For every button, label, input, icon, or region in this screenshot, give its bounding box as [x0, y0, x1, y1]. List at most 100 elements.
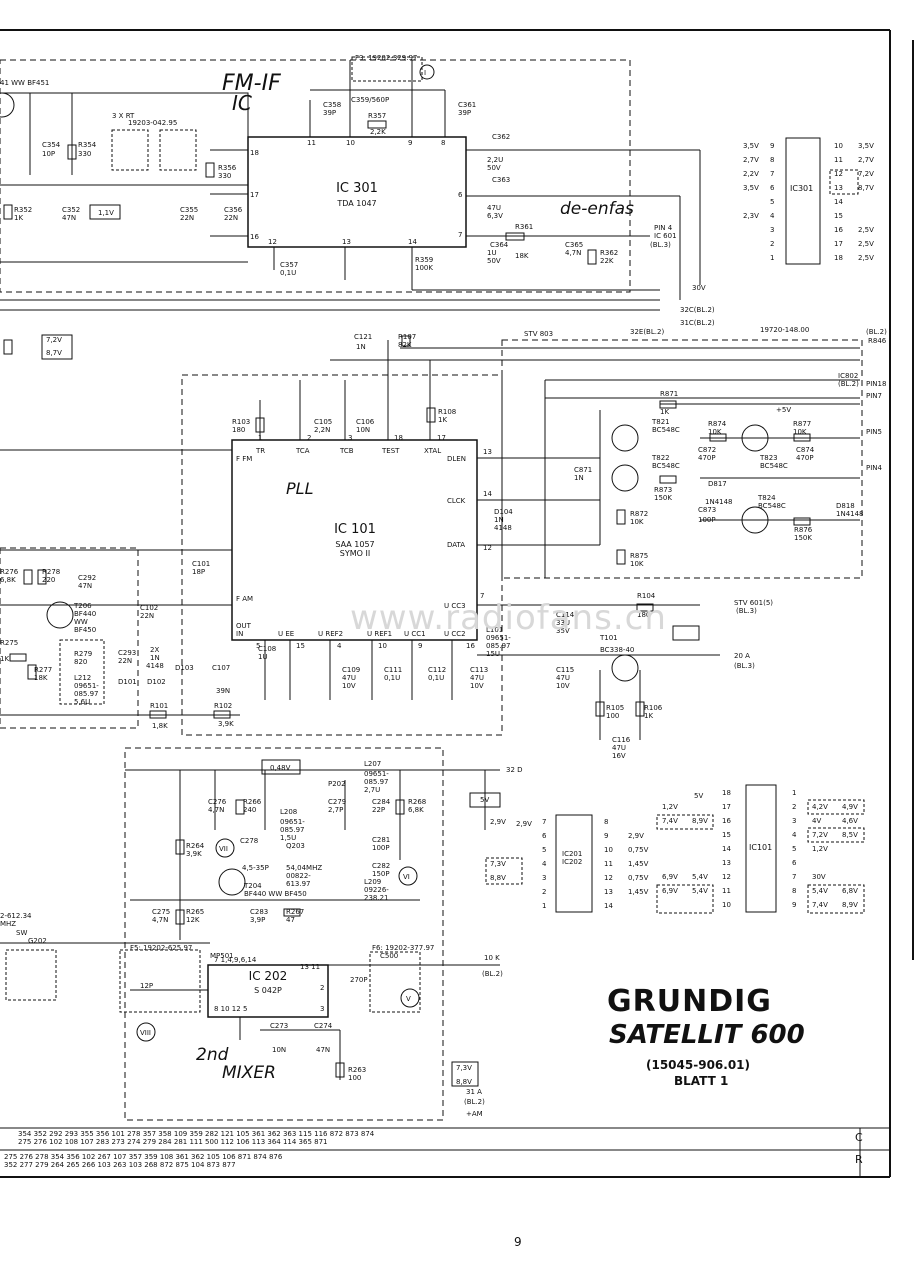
ic301-left-volt: 2,2V: [743, 170, 759, 178]
ic301-left-pin: 7: [770, 170, 774, 178]
label-c362w: 50V: [487, 164, 501, 172]
ic202-pins-top2: 13 11: [300, 963, 320, 971]
ic301-right-pin: 18: [834, 254, 843, 262]
label-c105v: 2,2N: [314, 426, 330, 434]
label-g202: G202: [28, 937, 47, 945]
label-c121v: 1N: [356, 343, 366, 351]
label-a31c: +AM: [466, 1110, 483, 1118]
label-r266v: 240: [243, 806, 256, 814]
ic301-left-volt: 2,3V: [743, 212, 759, 220]
ic301-right-pin: 14: [834, 198, 843, 206]
footer-r-label: R: [855, 1153, 863, 1166]
label-stv601b: (BL.3): [736, 607, 757, 615]
label-r352v: 1K: [14, 214, 23, 222]
ic101-pin-num-14: 14: [483, 490, 492, 498]
label-k10b: (BL.2): [482, 970, 503, 978]
label-c282v: 150P: [372, 870, 390, 878]
ic301-left-pin: 5: [770, 198, 774, 206]
label-c102v: 22N: [140, 612, 154, 620]
ic301-right-pin: 16: [834, 226, 843, 234]
label-r875: R875: [630, 552, 648, 560]
ic201-right-pin: 10: [604, 846, 613, 854]
label-c356: C356: [224, 206, 243, 214]
ic301-part: TDA 1047: [336, 199, 376, 208]
label-r871v: 1K: [660, 408, 669, 416]
ic101-left-pin: 12: [722, 873, 731, 881]
de-emphasis-annotation: de-enfas: [560, 199, 634, 219]
ic101-right-volt2: 4,6V: [842, 817, 858, 825]
label-r266: R266: [243, 798, 262, 806]
ic202-pins-bottom: 8 10 12 5: [214, 1005, 247, 1013]
ic101-right-pin: 1: [792, 789, 796, 797]
label-l207v: 09651-: [364, 770, 389, 778]
label-v30: 30V: [692, 284, 706, 292]
label-r361v: 18K: [515, 252, 529, 260]
ic101-left-pin: 18: [722, 789, 731, 797]
ic301-pin-13: 13: [342, 238, 351, 246]
fm-if-annotation: FM-IF: [222, 71, 281, 96]
ic201-right-volt: 0,75V: [628, 846, 649, 854]
label-c12p: 12P: [140, 982, 153, 990]
ic-annotation: IC: [232, 91, 252, 115]
ic201-right-pin: 11: [604, 860, 613, 868]
label-rt: 3 X RT: [112, 112, 135, 120]
ic301-left-pin: 3: [770, 226, 774, 234]
label-q203x: 613.97: [286, 880, 311, 888]
label-v87: 8,7V: [46, 349, 62, 357]
label-t206v: BF440: [74, 610, 96, 618]
label-l212v: 09651-: [74, 682, 99, 690]
ic101-right-pin: 5: [792, 845, 796, 853]
label-r846: R846: [868, 337, 887, 345]
label-d818: D818: [836, 502, 855, 510]
ic301-name: IC 301: [336, 181, 378, 196]
ic101-pin-num-16: 16: [466, 642, 475, 650]
label-r264v: 3,9K: [186, 850, 202, 858]
label-c106: C106: [356, 418, 375, 426]
label-c874v: 470P: [796, 454, 814, 462]
ic101-right-pin: 4: [792, 831, 797, 839]
mixer-annotation: MIXER: [222, 1063, 276, 1083]
label-q203v: 54,04MHZ: [286, 864, 322, 872]
label-c-i: I: [424, 69, 426, 77]
ic301-pin-14: 14: [408, 238, 417, 246]
ic301-left-volt: 3,5V: [743, 142, 759, 150]
label-c364w: 50V: [487, 257, 501, 265]
label-rt-part: 19203-042.95: [128, 119, 177, 127]
ic301-right-volt: 2,7V: [858, 156, 874, 164]
ic101-right-volt2: 8,9V: [842, 901, 858, 909]
label-c354: C354: [42, 141, 61, 149]
label-l208v: 09651-: [280, 818, 305, 826]
ic101-right-volt2: 4,9V: [842, 803, 858, 811]
footer-row-r: 275 276 278 354 356 102 267 107 357 359 …: [4, 1153, 283, 1161]
label-a31b: (BL.2): [464, 1098, 485, 1106]
label-c362: C362: [492, 133, 510, 141]
label-t824v: BC548C: [758, 502, 786, 510]
ic101-pin-num-17: 17: [437, 434, 446, 442]
ic101-left-pin: 13: [722, 859, 731, 867]
label-r359v: 100K: [415, 264, 433, 272]
label-r357: R357: [368, 112, 386, 120]
label-c361v: 39P: [458, 109, 471, 117]
label-c107v: 39N: [216, 687, 230, 695]
label-c114w: 35V: [556, 627, 570, 635]
label-r874: R874: [708, 420, 727, 428]
label-c363v: 47U: [487, 204, 501, 212]
label-c279v: 2,7P: [328, 806, 343, 814]
label-r108: R108: [438, 408, 456, 416]
label-part19720: 19720-148.00: [760, 326, 809, 334]
label-v29: 2,9V: [516, 820, 532, 828]
label-stv803: STV 803: [524, 330, 553, 338]
label-d101: D101: [118, 678, 137, 686]
label-t823v: BC548C: [760, 462, 788, 470]
label-c101: C101: [192, 560, 210, 568]
label-c355: C355: [180, 206, 198, 214]
label-bl2c: 32E(BL.2): [630, 328, 664, 336]
ic301-pin-12: 12: [268, 238, 277, 246]
label-c109: C109: [342, 666, 360, 674]
ic101-right-volt: 30V: [812, 873, 826, 881]
label-f612: 2-612.34: [0, 912, 32, 920]
label-r264: R264: [186, 842, 205, 850]
ic101-left-pin: 14: [722, 845, 731, 853]
label-r268v: 6,8K: [408, 806, 424, 814]
label-c292: C292: [78, 574, 96, 582]
